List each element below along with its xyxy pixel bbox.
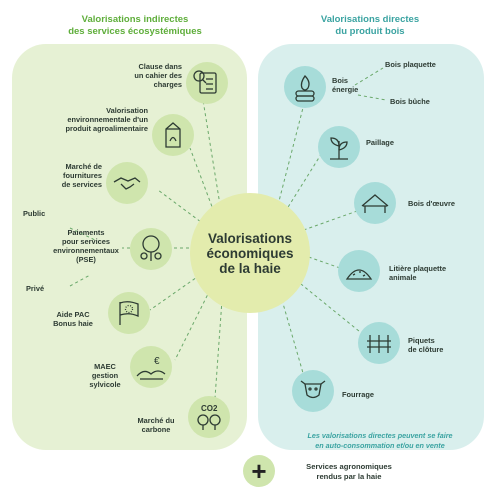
fence-icon [358, 322, 400, 364]
label-marche-fournitures: Marché de fournitures de services [61, 162, 102, 189]
flame-logs-icon [284, 66, 326, 108]
tree-coins-icon [130, 228, 172, 270]
auto-consommation-note: Les valorisations directes peuvent se fa… [307, 431, 453, 450]
eu-flag-icon [108, 292, 150, 334]
center-title: Valorisations économiques de la haie [206, 230, 294, 276]
left-header: Valorisations indirectes des services éc… [68, 14, 202, 37]
roof-frame-icon [354, 182, 396, 224]
wood-chip-pile-icon [338, 250, 380, 292]
landscape-euro-icon: € [130, 346, 172, 388]
label-pse-prive: Privé [26, 284, 45, 293]
magnifier-checklist-icon [186, 62, 228, 104]
label-bois-oeuvre: Bois d'œuvre [408, 199, 455, 208]
label-aide-pac: Aide PAC Bonus haie [53, 310, 93, 328]
label-paillage: Paillage [366, 138, 394, 147]
label-clause-cahier-des-charges: Clause dans un cahier des charges [134, 62, 182, 89]
services-agronomiques-label: Services agronomiques rendus par la haie [306, 462, 392, 481]
svg-text:CO2: CO2 [201, 404, 218, 413]
center-circle: Valorisations économiques de la haie [190, 193, 310, 313]
sprout-icon [318, 126, 360, 168]
label-valorisation-environnementale: Valorisation environnementale d'un produ… [65, 106, 148, 133]
co2-trees-icon: CO2 [188, 396, 230, 438]
svg-text:€: € [154, 356, 160, 367]
plus-symbol: + [251, 456, 267, 486]
label-litiere: Litière plaquette animale [389, 264, 447, 282]
cow-icon [292, 370, 334, 412]
label-pse-public: Public [23, 209, 46, 218]
label-bois-energie: Bois énergie [332, 76, 359, 94]
label-bois-plaquette: Bois plaquette [385, 60, 436, 69]
label-piquets: Piquets de clôture [408, 336, 444, 354]
label-fourrage: Fourrage [342, 390, 375, 399]
handshake-icon [106, 162, 148, 204]
label-marche-carbone: Marché du carbone [137, 416, 175, 434]
label-bois-buche: Bois bûche [390, 97, 430, 106]
plus-icon: + [243, 455, 275, 487]
milk-carton-icon [152, 114, 194, 156]
label-paiements-pse: Paiements pour services environnementaux… [53, 228, 119, 264]
right-header: Valorisations directes du produit bois [320, 14, 420, 37]
label-maec: MAEC gestion sylvicole [89, 362, 121, 389]
